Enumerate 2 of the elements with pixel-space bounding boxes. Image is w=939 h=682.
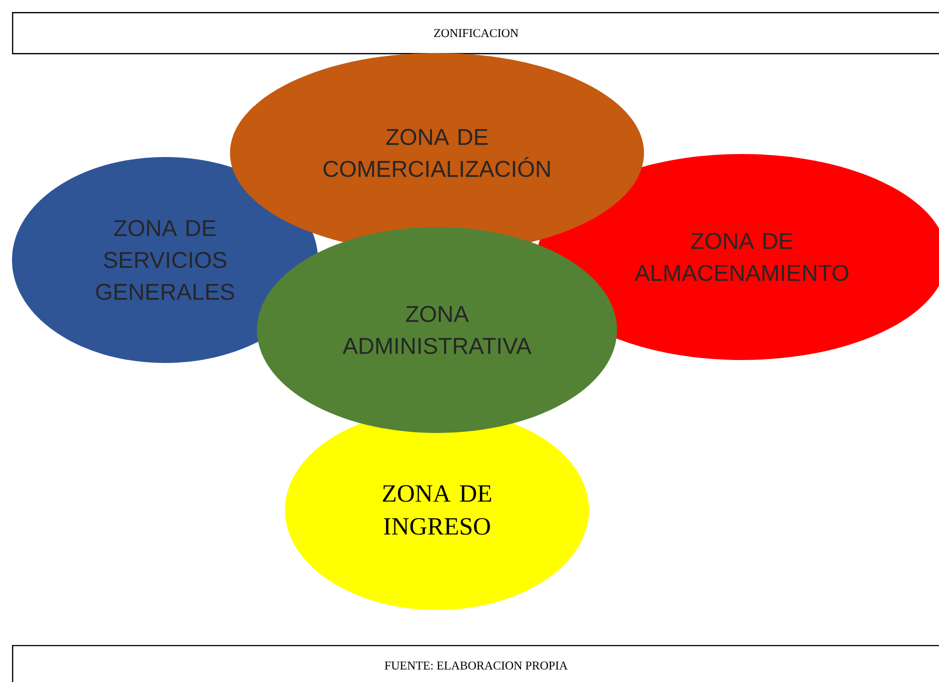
caption-box: FUENTE: ELABORACION PROPIA [12, 644, 939, 682]
title-box: ZONIFICACION [12, 12, 939, 54]
